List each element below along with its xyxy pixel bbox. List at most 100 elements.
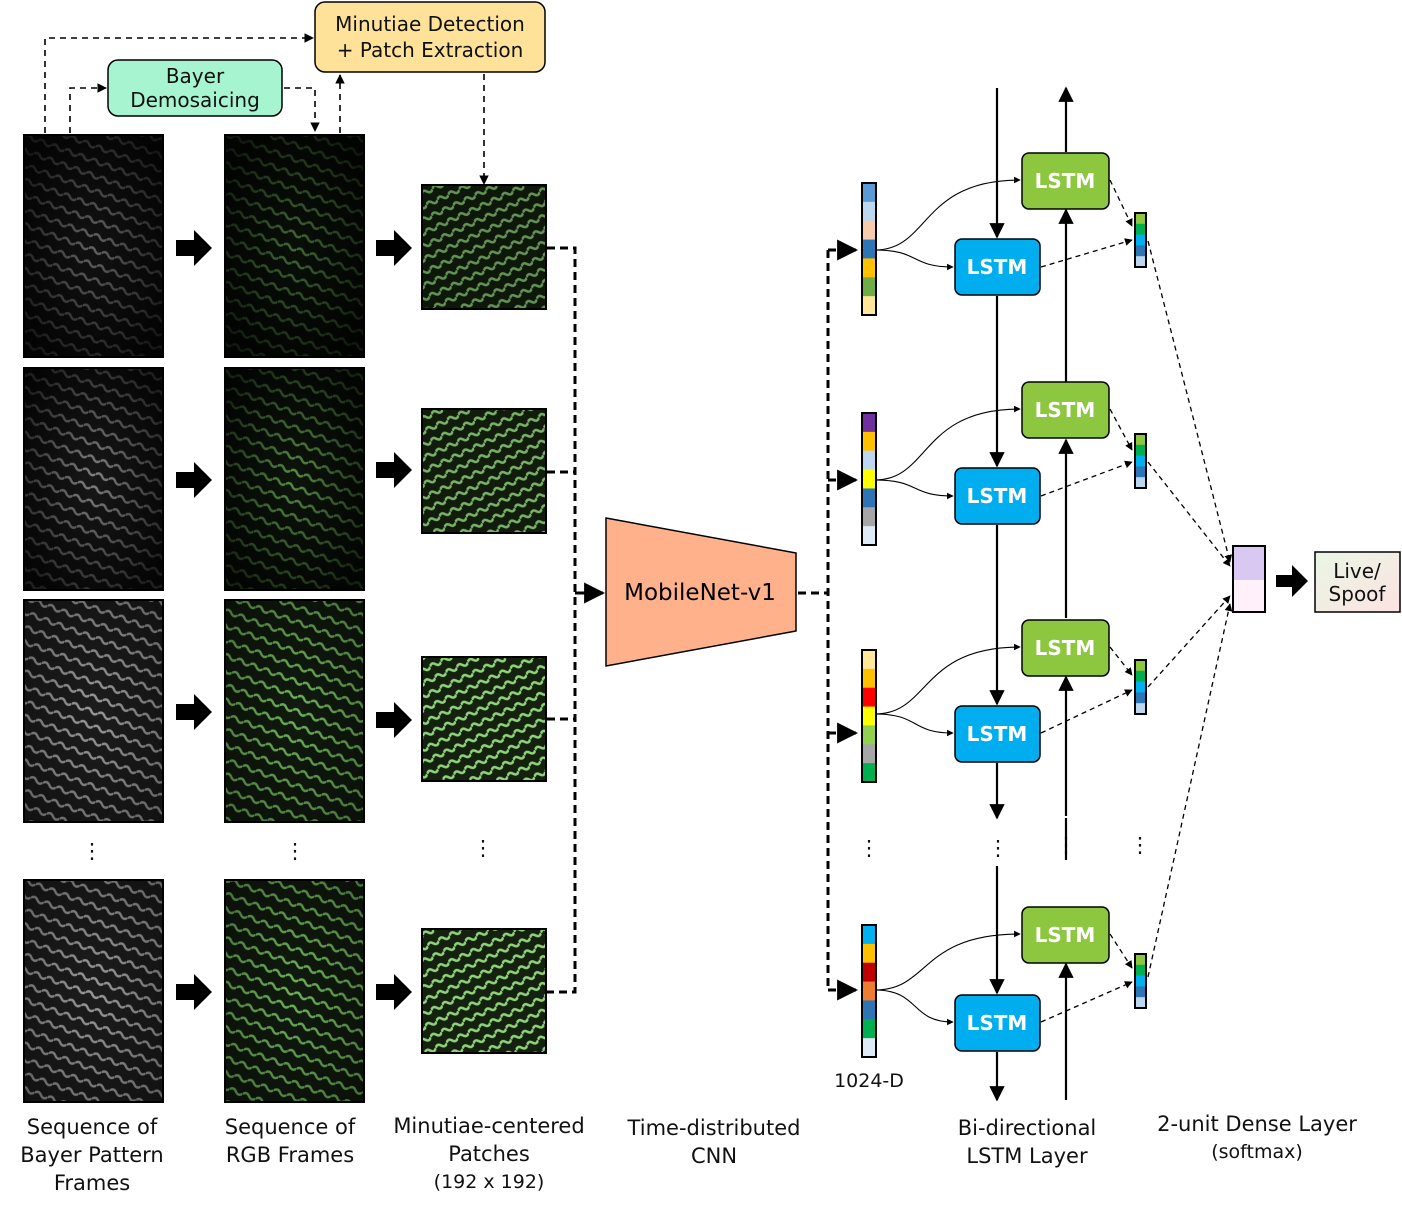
minutiae-patch [421, 408, 547, 534]
lstm-output-cell [1135, 703, 1146, 715]
caption-line: Bi-directional [958, 1116, 1097, 1140]
lstm-forward-cell: LSTM [954, 238, 1041, 296]
caption-line: Sequence of [27, 1115, 158, 1139]
vertical-ellipsis: ⋮ [285, 839, 306, 863]
lstm-to-output-connectors [1040, 179, 1233, 1023]
minutiae-box-line2: + Patch Extraction [337, 38, 524, 62]
rgb-frame [224, 599, 365, 823]
output-line1: Live/ [1333, 559, 1381, 583]
feature-vector-cell [862, 431, 876, 452]
lstm-output-cell [1135, 455, 1146, 467]
mobilenet-label: MobileNet-v1 [624, 580, 776, 606]
caption-rgb-sequence: Sequence of RGB Frames [225, 1115, 356, 1167]
feature-vector-cell [862, 413, 876, 433]
lstm-label: LSTM [967, 484, 1028, 508]
feature-vector-cell [862, 239, 876, 259]
feature-vector [861, 924, 877, 1058]
lstm-forward-cell: LSTM [954, 467, 1041, 525]
lstm-label: LSTM [1035, 636, 1096, 660]
vector-to-lstm-connectors [874, 176, 1021, 1026]
feature-vector-cell [862, 650, 876, 670]
feature-vector-cell [862, 744, 876, 764]
vertical-ellipsis: ⋮ [82, 839, 103, 863]
rgb-frame [224, 367, 365, 591]
lstm-output-vector [1134, 953, 1147, 1009]
lstm-output-cell [1135, 223, 1146, 236]
lstm-output-cell [1135, 997, 1146, 1009]
caption-line: 2-unit Dense Layer [1157, 1112, 1357, 1136]
lstm-output-vector [1134, 212, 1147, 268]
vertical-ellipsis: ⋮ [988, 836, 1009, 860]
live-spoof-output-box: Live/ Spoof [1314, 551, 1401, 613]
feature-vector-border [861, 412, 877, 546]
feature-vector-cell [862, 763, 876, 783]
lstm-output-cell [1135, 975, 1146, 987]
feature-vectors [861, 182, 877, 1058]
feature-vector-cell [862, 296, 876, 316]
feature-vector-cell [862, 962, 876, 983]
lstm-output-cell [1135, 234, 1146, 246]
caption-line: RGB Frames [226, 1143, 354, 1167]
lstm-output-cell [1135, 660, 1146, 672]
rgb-frame [224, 879, 365, 1103]
feature-vector-cell [862, 488, 876, 508]
bayer-frame [23, 367, 164, 591]
vertical-ellipsis: ⋮ [473, 836, 494, 860]
caption-line: Patches [448, 1142, 530, 1166]
feature-vector [861, 182, 877, 316]
vertical-ellipsis: ⋮ [859, 836, 880, 860]
feature-vector-border [861, 649, 877, 783]
lstm-backward-cell: LSTM [1021, 619, 1110, 677]
feature-vector-cell [862, 725, 876, 745]
lstm-label: LSTM [967, 722, 1028, 746]
lstm-output-cell [1135, 954, 1146, 966]
lstm-label: LSTM [967, 255, 1028, 279]
caption-line: (softmax) [1211, 1141, 1303, 1163]
captions: Sequence of Bayer Pattern Frames Sequenc… [20, 1112, 1357, 1195]
lstm-output-cell [1135, 986, 1146, 998]
feature-vector-cell [862, 183, 876, 203]
block-arrow [176, 974, 212, 1010]
block-arrows [176, 230, 1308, 1010]
feature-vector-border [861, 924, 877, 1058]
lstm-backward-cell: LSTM [1021, 381, 1110, 439]
lstm-output-cell [1135, 434, 1146, 446]
patch-to-cnn-connectors [547, 246, 606, 994]
rgb-frames-column [224, 134, 365, 1103]
lstm-output-cell [1135, 964, 1146, 977]
block-arrow [376, 974, 412, 1010]
vertical-ellipsis: ⋮ [1130, 833, 1151, 857]
feature-vector-cell [862, 706, 876, 726]
caption-dense: 2-unit Dense Layer (softmax) [1157, 1112, 1357, 1163]
dense-layer [1232, 545, 1266, 613]
feature-vector-cell [862, 1038, 876, 1058]
lstm-output-cell [1135, 670, 1146, 683]
caption-line: (192 x 192) [434, 1171, 545, 1193]
feature-vector-cell [862, 1000, 876, 1020]
bayer-box-line2: Demosaicing [130, 88, 260, 112]
feature-vector-cell [862, 943, 876, 964]
feature-vector-cell [862, 507, 876, 527]
bayer-frame [23, 134, 164, 358]
feature-vector-cell [862, 277, 876, 297]
bayer-frames-column [23, 134, 164, 1103]
caption-line: Bayer Pattern [20, 1143, 163, 1167]
caption-line: CNN [691, 1144, 737, 1168]
block-arrow [1276, 565, 1308, 597]
feature-vector-cell [862, 258, 876, 278]
ellipsis-group: ⋮ ⋮ ⋮ ⋮ ⋮ ⋮ ⋮ [82, 833, 1151, 863]
feature-vector-cell [862, 1019, 876, 1039]
caption-bilstm: Bi-directional LSTM Layer [958, 1116, 1097, 1168]
cnn-to-vector-connectors [798, 239, 859, 1001]
lstm-output-vector [1134, 433, 1147, 489]
bayer-frame [23, 599, 164, 823]
lstm-output-cell [1135, 444, 1146, 457]
lstm-output-cell [1135, 466, 1146, 478]
feature-vector-cell [862, 981, 876, 1001]
lstm-label: LSTM [1035, 169, 1096, 193]
lstm-forward-cell: LSTM [954, 994, 1041, 1052]
lstm-label: LSTM [967, 1011, 1028, 1035]
block-arrow [176, 462, 212, 498]
caption-line: Minutiae-centered [393, 1114, 584, 1138]
caption-line: Time-distributed [627, 1116, 801, 1140]
